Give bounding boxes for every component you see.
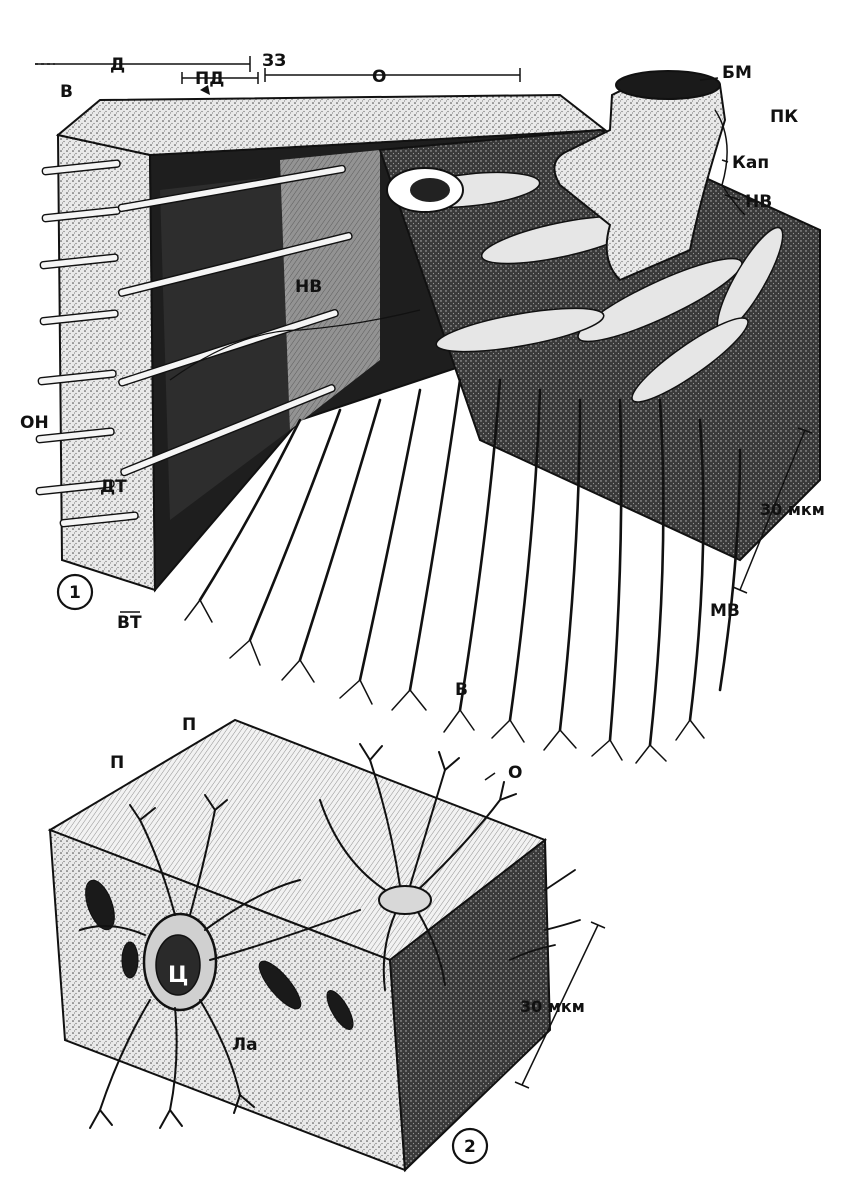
- figure-2-block: [47, 718, 606, 1173]
- block-right: [388, 838, 552, 1173]
- label-vt: ВТ: [117, 613, 142, 633]
- label-c-nucleus: Ц: [168, 963, 188, 988]
- top-face: [55, 93, 608, 157]
- label-nv-right: НВ: [745, 192, 772, 212]
- label-pd: ПД: [195, 69, 224, 89]
- label-la: Ла: [232, 1035, 258, 1055]
- label-v-bottom: В: [455, 680, 468, 700]
- figure-2-labels: П П О Ц Ла 30 мкм 2: [110, 715, 585, 1157]
- figure-1-block: [35, 56, 821, 764]
- figure-1-labels: Д ПД ЗЗ О В БМ ПК Кап НВ НВ ОН ДТ ВТ В М…: [20, 51, 825, 700]
- label-dt: ДТ: [100, 477, 127, 497]
- osteocyte-processes: [79, 794, 361, 1129]
- odontoblast-processes: [198, 378, 742, 747]
- figure-number-1: 1: [69, 583, 81, 603]
- label-bm: БМ: [722, 63, 752, 83]
- label-pk: ПК: [770, 107, 798, 127]
- label-mv: МВ: [710, 601, 740, 621]
- scale-bar-label-2: 30 мкм: [520, 997, 585, 1016]
- label-on: ОН: [20, 413, 49, 433]
- label-d: Д: [110, 55, 125, 75]
- label-v: В: [60, 82, 73, 102]
- label-p-top: П: [182, 715, 196, 735]
- scale-bar-label-1: 30 мкм: [760, 500, 825, 519]
- label-o: О: [372, 67, 386, 87]
- label-o-fig2: О: [508, 763, 522, 783]
- label-p-left: П: [110, 753, 124, 773]
- label-kap: Кап: [732, 153, 769, 173]
- figure-number-2: 2: [464, 1137, 476, 1157]
- label-zz: ЗЗ: [262, 51, 286, 71]
- label-nv-center: НВ: [295, 277, 322, 297]
- right-slab: [378, 128, 821, 562]
- capillary: [553, 70, 746, 282]
